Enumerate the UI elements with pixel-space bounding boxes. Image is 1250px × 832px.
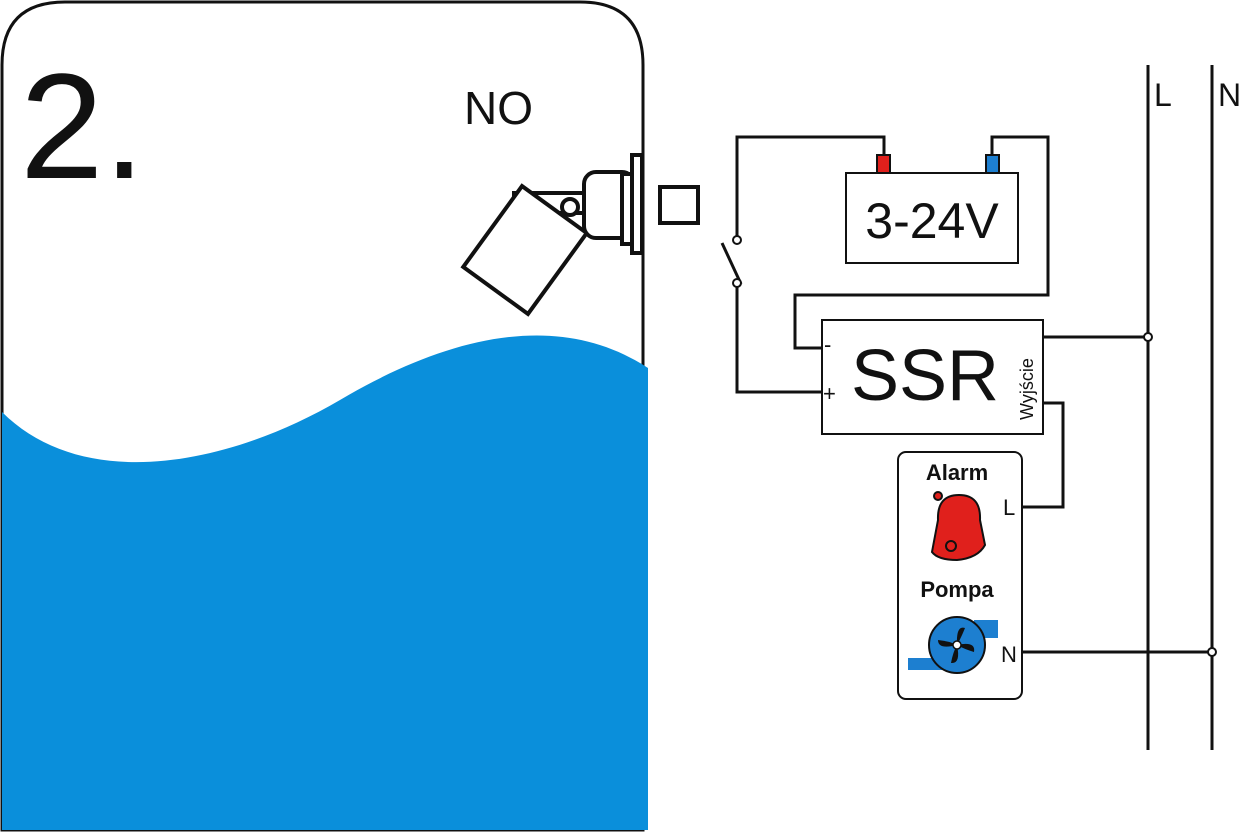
water-fill (2, 335, 648, 830)
junctions (732, 235, 1217, 657)
load-neutral-terminal: N (1001, 642, 1017, 667)
load-line-terminal: L (1003, 495, 1015, 520)
power-supply-label: 3-24V (865, 193, 999, 249)
ssr-box (821, 319, 1044, 435)
pump-label: Pompa (920, 577, 994, 602)
wiring (720, 65, 1214, 750)
float-switch (460, 153, 700, 317)
power-supply-box (845, 172, 1019, 264)
pump-icon (908, 616, 998, 674)
ssr-plus-label: + (823, 381, 836, 406)
alarm-label: Alarm (926, 460, 988, 485)
float-body (460, 183, 590, 317)
ssr-relay: SSR - + Wyjście (821, 319, 1044, 435)
ssr-minus-label: - (824, 332, 831, 357)
load-box: Alarm L Pompa N (897, 451, 1023, 700)
contact-mode-label: NO (464, 82, 533, 134)
tank: 2. NO (0, 0, 648, 832)
bell-icon (930, 491, 987, 562)
ssr-label: SSR (851, 336, 999, 416)
power-supply: 3-24V (845, 154, 1019, 264)
float-thread (658, 185, 700, 225)
float-flange (630, 153, 644, 255)
float-pivot (560, 197, 580, 217)
ssr-output-label: Wyjście (1017, 358, 1037, 420)
negative-terminal (985, 154, 1000, 174)
mains-neutral-label: N (1218, 77, 1241, 113)
mains-line-label: L (1154, 77, 1172, 113)
positive-terminal (876, 154, 891, 174)
step-number: 2. (20, 42, 145, 210)
